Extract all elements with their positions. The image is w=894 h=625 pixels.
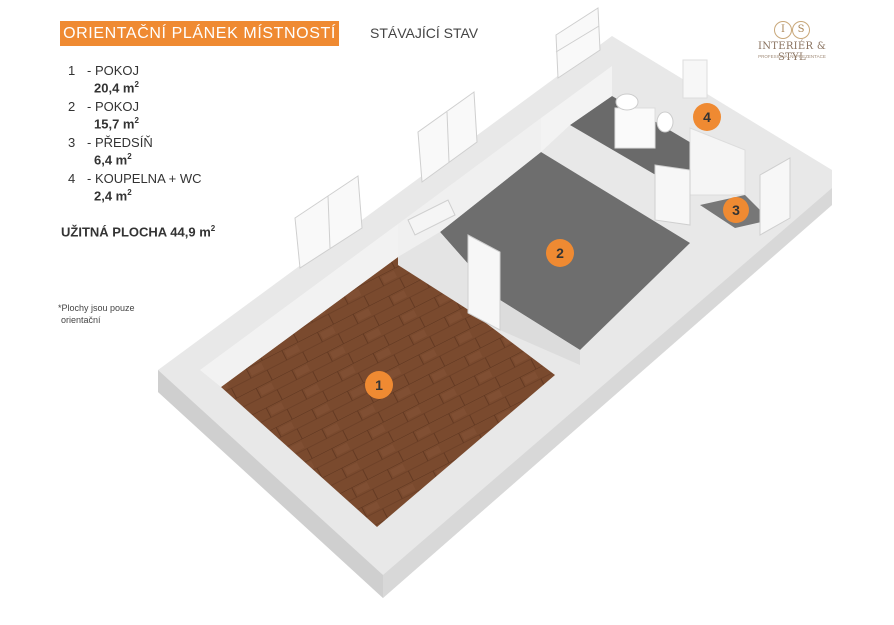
water-heater xyxy=(682,59,708,99)
door-entrance xyxy=(759,157,791,236)
room-marker-3: 3 xyxy=(723,197,749,223)
legend-item-1: 1 - POKOJ 20,4 m2 xyxy=(68,63,268,99)
room-marker-4: 4 xyxy=(693,103,721,131)
legend-name: - PŘEDSÍŇ xyxy=(87,135,153,150)
legend-item-4: 4 - KOUPELNA + WC 2,4 m2 xyxy=(68,171,268,207)
window-1 xyxy=(294,175,363,269)
toilet xyxy=(656,111,674,133)
outer-wall-side-face xyxy=(383,188,832,598)
legend-item-3: 3 - PŘEDSÍŇ 6,4 m2 xyxy=(68,135,268,171)
logo-monogram: I S xyxy=(772,20,812,40)
room-legend: 1 - POKOJ 20,4 m2 2 - POKOJ 15,7 m2 3 - … xyxy=(68,63,268,207)
company-logo: I S INTERIÉR & STYL PROFESIONÁLNÍ PREZEN… xyxy=(748,20,836,63)
room-marker-2: 2 xyxy=(546,239,574,267)
bathroom-vanity xyxy=(614,107,656,149)
washbasin xyxy=(615,93,639,111)
logo-letter-left: I xyxy=(774,21,792,39)
window-3 xyxy=(555,7,601,79)
note-line: orientační xyxy=(61,315,101,325)
radiator xyxy=(407,199,456,236)
room-1-wall-back xyxy=(200,224,398,387)
room-marker-1: 1 xyxy=(365,371,393,399)
disclaimer-note: *Plochy jsou pouze orientační xyxy=(58,302,198,326)
room-1-2-partition xyxy=(500,300,580,365)
svg-text:4: 4 xyxy=(703,109,711,125)
legend-name: - KOUPELNA + WC xyxy=(87,171,202,186)
legend-num: 1 xyxy=(68,63,76,78)
legend-area: 20,4 m2 xyxy=(94,80,139,96)
legend-num: 3 xyxy=(68,135,76,150)
door-room-2 xyxy=(467,234,501,331)
legend-area: 15,7 m2 xyxy=(94,116,139,132)
legend-item-2: 2 - POKOJ 15,7 m2 xyxy=(68,99,268,135)
svg-text:3: 3 xyxy=(732,202,740,218)
legend-num: 2 xyxy=(68,99,76,114)
room-4-wall xyxy=(541,66,612,152)
title-bar: ORIENTAČNÍ PLÁNEK MÍSTNOSTÍ xyxy=(60,21,339,46)
legend-num: 4 xyxy=(68,171,76,186)
legend-area: 2,4 m2 xyxy=(94,188,132,204)
logo-letter-right: S xyxy=(792,21,810,39)
outer-wall-front-face xyxy=(158,370,383,598)
total-usable-area: UŽITNÁ PLOCHA 44,9 m2 xyxy=(61,224,216,240)
door-bathroom xyxy=(654,164,691,226)
note-line: *Plochy jsou pouze xyxy=(58,303,135,313)
logo-tagline: PROFESIONÁLNÍ PREZENTACE xyxy=(758,54,826,59)
window-2 xyxy=(417,91,478,183)
svg-text:2: 2 xyxy=(556,245,564,261)
plan-status: STÁVAJÍCÍ STAV xyxy=(370,25,479,41)
legend-area: 6,4 m2 xyxy=(94,152,132,168)
legend-name: - POKOJ xyxy=(87,99,140,114)
legend-name: - POKOJ xyxy=(87,63,140,78)
logo-name: INTERIÉR & STYL xyxy=(757,41,827,63)
svg-text:1: 1 xyxy=(375,377,383,393)
